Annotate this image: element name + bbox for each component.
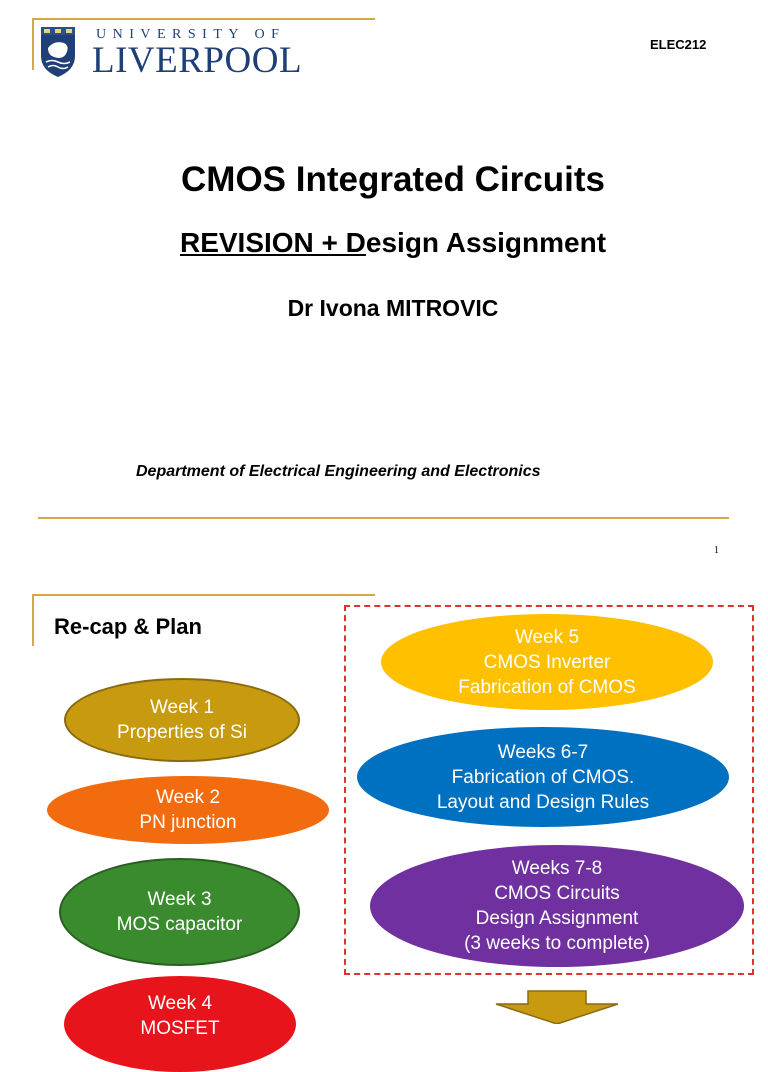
weeks-7-8-topic-1: CMOS Circuits (494, 883, 620, 904)
department-name: Department of Electrical Engineering and… (136, 463, 541, 480)
slide2-title: Re-cap & Plan (54, 614, 202, 639)
logo-university-of: UNIVERSITY OF (96, 27, 286, 42)
university-crest-icon (41, 27, 75, 77)
down-arrow-icon (495, 990, 619, 1024)
logo-top-rule (32, 18, 375, 20)
weeks-6-7-topic-2: Layout and Design Rules (436, 791, 650, 813)
author-name: Dr Ivona MITROVIC (287, 295, 499, 321)
slide-title: CMOS Integrated Circuits (181, 160, 605, 199)
week-5-topic-1: CMOS Inverter (483, 651, 611, 673)
weeks-7-8-oval: Weeks 7-8 CMOS Circuits Design Assignmen… (370, 845, 744, 967)
plan-dashed-box (344, 605, 754, 975)
week-3-label: Week 3 (147, 889, 212, 910)
page-number: 1 (714, 545, 719, 556)
slide2-left-rule (32, 594, 34, 646)
week-3-topic: MOS capacitor (116, 914, 243, 935)
subtitle-rest: esign Assignment (365, 227, 607, 258)
weeks-7-8-label: Weeks 7-8 (511, 858, 603, 879)
week-1-label: Week 1 (149, 697, 215, 718)
slide2-top-rule (32, 594, 375, 596)
logo-left-rule (32, 18, 34, 70)
week-1-oval: Week 1 Properties of Si (64, 678, 300, 762)
week-2-oval: Week 2 PN junction (47, 776, 329, 844)
week-2-label: Week 2 (155, 787, 221, 808)
weeks-7-8-topic-3: (3 weeks to complete) (464, 933, 650, 954)
week-3-oval: Week 3 MOS capacitor (59, 858, 300, 966)
week-4-oval: Week 4 MOSFET (64, 976, 296, 1072)
week-5-topic-2: Fabrication of CMOS (458, 676, 636, 698)
course-code: ELEC212 (650, 37, 707, 52)
week-2-topic: PN junction (139, 812, 237, 833)
subtitle-underlined: REVISION + D (179, 227, 366, 258)
week-4-label: Week 4 (147, 993, 213, 1014)
week-4-topic: MOSFET (140, 1018, 220, 1039)
weeks-6-7-oval: Weeks 6-7 Fabrication of CMOS. Layout an… (357, 727, 729, 827)
slide-divider (38, 517, 729, 519)
week-1-topic: Properties of Si (117, 722, 247, 743)
weeks-6-7-label: Weeks 6-7 (497, 741, 589, 763)
weeks-7-8-topic-2: Design Assignment (475, 908, 639, 929)
weeks-6-7-topic-1: Fabrication of CMOS. (451, 766, 635, 788)
slide-subtitle: REVISION + Design Assignment (0, 227, 768, 259)
logo-liverpool: LIVERPOOL (92, 40, 303, 81)
week-5-label: Week 5 (514, 626, 580, 648)
week-5-oval: Week 5 CMOS Inverter Fabrication of CMOS (381, 614, 713, 710)
